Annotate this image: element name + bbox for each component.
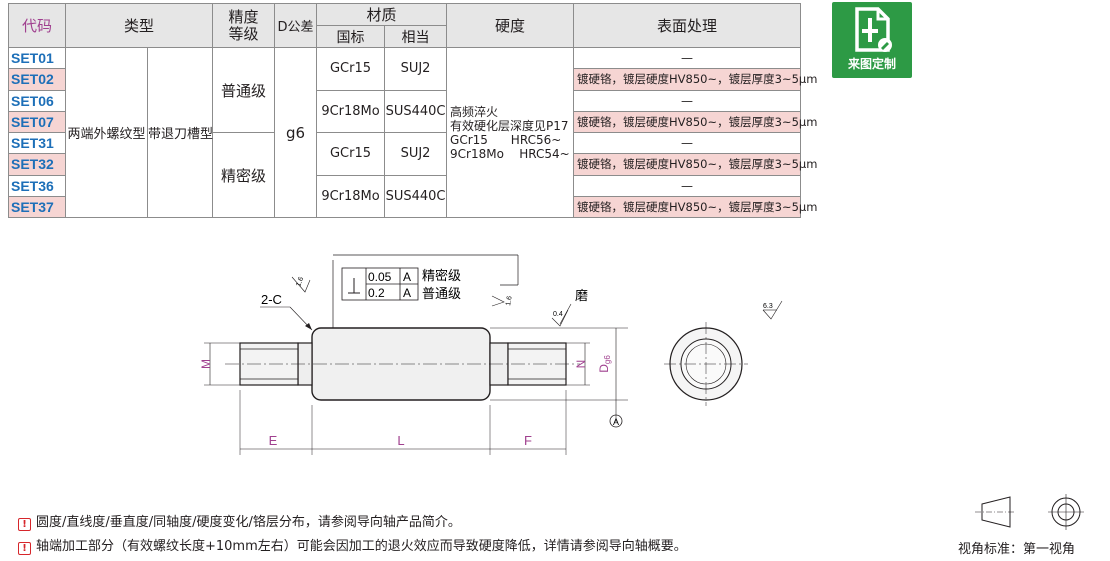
header-code: 代码 [8, 3, 66, 48]
surface-cell: — [573, 46, 802, 70]
hardness-line: 高频淬火 [450, 104, 499, 119]
surface-cell: 镀硬铬，镀层硬度HV850~，镀层厚度3~5μm [573, 153, 817, 176]
svg-text:0.4: 0.4 [553, 311, 563, 318]
svg-text:A: A [613, 417, 619, 427]
svg-text:普通级: 普通级 [422, 286, 461, 301]
mat-eq-cell: SUS440C [384, 89, 448, 133]
surface-cell: 镀硬铬，镀层硬度HV850~，镀层厚度3~5μm [573, 110, 817, 134]
dtol-cell: g6 [274, 47, 318, 218]
roughness-symbol-grind [551, 309, 569, 327]
svg-text:A: A [403, 286, 411, 300]
note-1: ! 圆度/直线度/垂直度/同轴度/硬度变化/铬层分布，请参阅导向轴产品简介。 [18, 511, 461, 531]
dim-l-label: L [397, 433, 404, 448]
svg-text:1.6: 1.6 [295, 276, 305, 288]
surface-cell: 镀硬铬，镀层硬度HV850~，镀层厚度3~5μm [573, 195, 817, 219]
info-icon: ! [18, 518, 31, 531]
code-cell: SET01 [8, 46, 66, 70]
spec-table: 代码 类型 精度等级 D公差 材质 硬度 表面处理 国标 相当 SET01 两端… [8, 3, 817, 219]
code-cell: SET07 [8, 110, 66, 134]
first-angle-projection-icon [975, 494, 1084, 530]
custom-button-label: 来图定制 [847, 57, 896, 71]
header-grade: 精度等级 [212, 3, 276, 48]
header-type: 类型 [64, 3, 214, 48]
svg-text:6.3: 6.3 [763, 303, 773, 310]
projection-label: 视角标准：第一视角 [958, 542, 1076, 557]
svg-text:0.05: 0.05 [368, 270, 392, 284]
mat-gb-cell: GCr15 [316, 132, 386, 176]
svg-text:0.2: 0.2 [368, 286, 385, 300]
grade-normal-cell: 普通级 [212, 47, 276, 133]
header-material: 材质 [316, 3, 448, 26]
header-dtol: D公差 [274, 3, 318, 48]
mat-gb-cell: 9Cr18Mo [316, 89, 386, 133]
svg-text:A: A [403, 270, 411, 284]
svg-text:精密级: 精密级 [422, 268, 461, 283]
note-text: 轴端加工部分（有效螺纹长度+10mm左右）可能会因加工的退火效应而导致硬度降低，… [36, 539, 687, 554]
note-text: 圆度/直线度/垂直度/同轴度/硬度变化/铬层分布，请参阅导向轴产品简介。 [36, 515, 461, 530]
type1-cell: 两端外螺纹型 [65, 47, 148, 218]
datum-a [609, 414, 623, 428]
grade-precise-cell: 精密级 [212, 132, 276, 218]
dim-n-label: N [574, 360, 588, 369]
mat-gb-cell: GCr15 [316, 47, 386, 91]
info-icon: ! [18, 542, 31, 555]
dim-d-label: Dg6 [597, 355, 612, 373]
chamfer-label: 2-C [261, 292, 282, 307]
roughness-symbol-right [491, 295, 505, 307]
mat-gb-cell: 9Cr18Mo [316, 174, 386, 218]
header-grade-line1: 精度 [228, 7, 259, 26]
shaft-drawing: M N Dg6 A E L F 0.05 A 精密级 0.2 A 普通级 2-C… [199, 254, 783, 455]
code-cell: SET32 [8, 153, 66, 176]
header-mat-gb: 国标 [316, 25, 386, 48]
code-cell: SET31 [8, 131, 66, 155]
code-cell: SET36 [8, 174, 66, 197]
mat-eq-cell: SUJ2 [384, 47, 448, 91]
mat-eq-cell: SUS440C [384, 174, 448, 218]
roughness-symbol-left [291, 276, 311, 293]
dim-f-label: F [524, 433, 532, 448]
code-cell: SET02 [8, 68, 66, 91]
surface-cell: — [573, 89, 802, 112]
surface-cell: — [573, 174, 802, 197]
hardness-cell: 高频淬火 有效硬化层深度见P17 GCr15 HRC56~ 9Cr18Mo HR… [446, 47, 575, 218]
dim-m-label: M [199, 359, 213, 369]
header-surface: 表面处理 [573, 3, 802, 48]
header-mat-eq: 相当 [384, 25, 448, 48]
code-cell: SET06 [8, 89, 66, 112]
hardness-line: GCr15 HRC56~ [450, 132, 562, 147]
hardness-line: 有效硬化层深度见P17 [450, 118, 569, 133]
header-grade-line2: 等级 [228, 24, 259, 43]
code-cell: SET37 [8, 195, 66, 219]
type2-cell: 带退刀槽型 [146, 47, 214, 218]
grind-label: 磨 [575, 288, 588, 303]
drawing-edit-icon [855, 7, 892, 52]
surface-cell: — [573, 131, 802, 155]
roughness-symbol-general [762, 300, 783, 320]
dim-e-label: E [269, 433, 278, 448]
mat-eq-cell: SUJ2 [384, 132, 448, 176]
surface-cell: 镀硬铬，镀层硬度HV850~，镀层厚度3~5μm [573, 68, 817, 91]
note-2: ! 轴端加工部分（有效螺纹长度+10mm左右）可能会因加工的退火效应而导致硬度降低… [18, 535, 687, 555]
svg-text:1.6: 1.6 [505, 295, 514, 306]
custom-drawing-button[interactable]: 来图定制 [832, 2, 912, 78]
hardness-line: 9Cr18Mo HRC54~ [450, 146, 570, 161]
header-hardness: 硬度 [446, 3, 575, 48]
